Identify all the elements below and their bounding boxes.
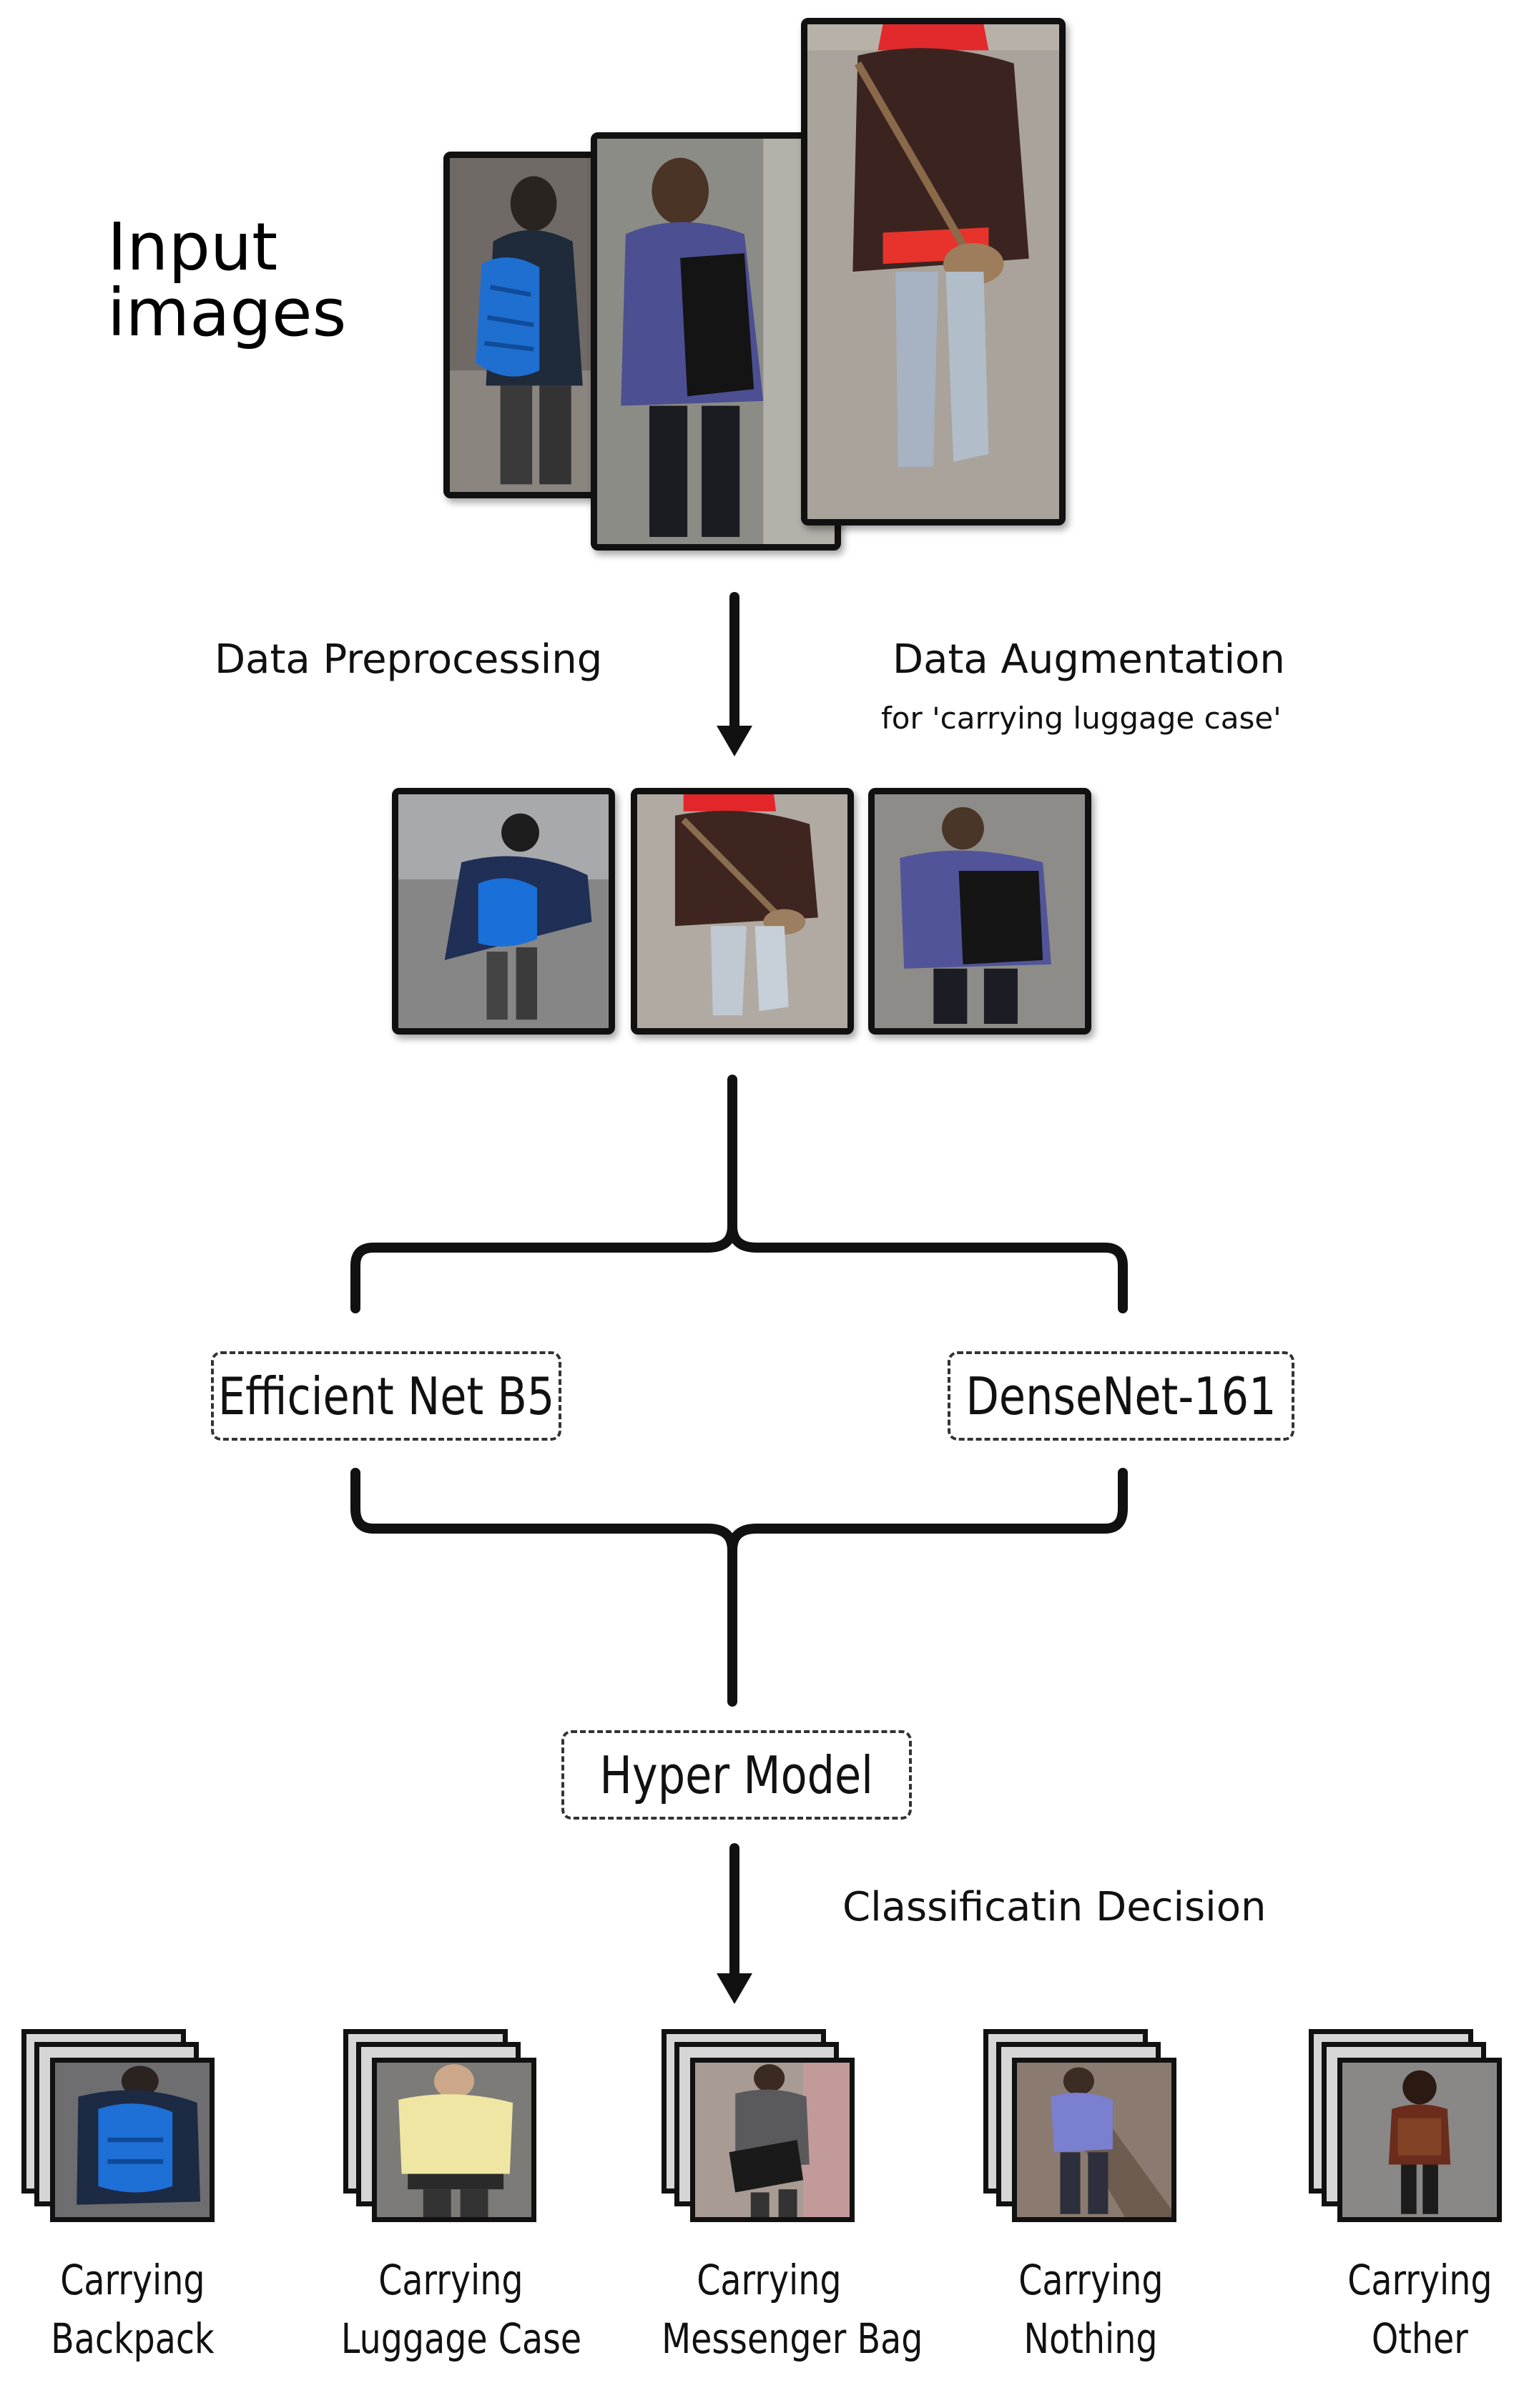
class-label-line1: Carrying	[378, 2256, 523, 2304]
efficientnet-b5-label: Efficient Net B5	[217, 1366, 555, 1426]
step-augmentation-subtitle: for 'carrying luggage case'	[881, 701, 1282, 736]
class-label-other: Carrying Other	[1284, 2251, 1524, 2368]
class-stack-other	[1309, 2029, 1502, 2222]
input-title-line2: images	[107, 275, 347, 351]
input-image-backpack	[443, 152, 601, 498]
hyper-model-box: Hyper Model	[561, 1730, 912, 1820]
step-data-preprocessing: Data Preprocessing	[215, 636, 603, 683]
efficientnet-b5-box: Efficient Net B5	[211, 1351, 561, 1441]
class-label-messenger-bag: Carrying Messenger Bag	[633, 2251, 923, 2368]
class-label-line2: Other	[1371, 2314, 1468, 2363]
preprocessed-image-messenger	[631, 788, 854, 1035]
hyper-model-label: Hyper Model	[599, 1745, 874, 1805]
class-stack-messenger-bag	[662, 2029, 855, 2222]
class-label-line2: Backpack	[50, 2314, 215, 2363]
preprocessed-image-backpack	[392, 788, 615, 1035]
densenet-161-box: DenseNet-161	[948, 1351, 1294, 1441]
class-stack-nothing	[983, 2029, 1176, 2222]
class-label-line1: Carrying	[696, 2256, 842, 2304]
class-label-line2: Luggage Case	[340, 2314, 582, 2363]
class-label-nothing: Carrying Nothing	[955, 2251, 1226, 2368]
step-classification-decision: Classificatin Decision	[842, 1884, 1267, 1930]
input-images-title: Input images	[107, 214, 347, 346]
class-label-line1: Carrying	[59, 2256, 205, 2304]
class-label-luggage-case: Carrying Luggage Case	[315, 2251, 586, 2368]
class-stack-luggage-case	[343, 2029, 536, 2222]
class-stack-backpack	[21, 2029, 215, 2222]
class-label-line2: Nothing	[1023, 2314, 1158, 2363]
preprocessed-image-jacket	[868, 788, 1091, 1035]
step-data-augmentation: Data Augmentation	[893, 636, 1285, 683]
input-image-messenger	[801, 18, 1066, 525]
class-label-line2: Messenger Bag	[662, 2314, 923, 2363]
class-label-line1: Carrying	[1347, 2256, 1493, 2304]
input-title-line1: Input	[107, 209, 278, 285]
class-label-line1: Carrying	[1018, 2256, 1164, 2304]
densenet-161-label: DenseNet-161	[965, 1366, 1277, 1426]
class-label-backpack: Carrying Backpack	[0, 2251, 268, 2368]
